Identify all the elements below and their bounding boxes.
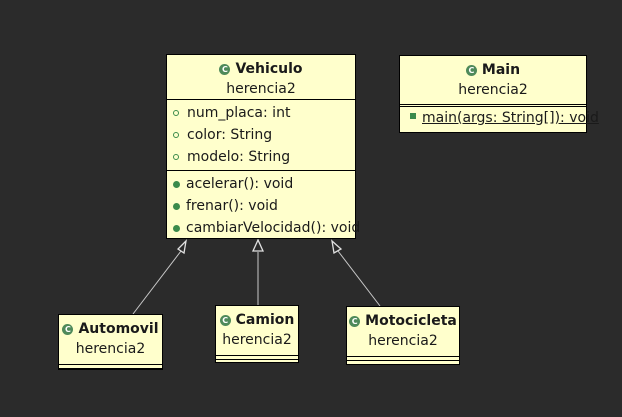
class-package: herencia2 xyxy=(368,333,438,349)
class-name: Main xyxy=(481,62,521,78)
attribute-item[interactable]: modelo: String xyxy=(167,146,355,168)
class-c-icon: C xyxy=(465,64,477,76)
operations-compartment xyxy=(347,360,459,362)
class-header: C Automovil herencia2 xyxy=(59,315,162,359)
class-header: C Vehiculo herencia2 xyxy=(167,55,355,99)
attributes-compartment xyxy=(216,355,298,357)
class-header: C Motocicleta herencia2 xyxy=(347,307,459,351)
class-name: Camion xyxy=(235,312,295,328)
field-visibility-icon xyxy=(173,110,179,116)
operation-item[interactable]: main(args: String[]): void xyxy=(400,108,599,128)
arrowhead-camion xyxy=(251,238,265,252)
field-visibility-icon xyxy=(173,132,179,138)
class-main[interactable]: C Main herencia2 main(args: String[]): v… xyxy=(399,55,599,133)
attributes-compartment xyxy=(59,364,162,366)
arrowhead-automovil xyxy=(176,239,187,255)
class-automovil[interactable]: C Automovil herencia2 xyxy=(58,314,163,370)
class-header: C Main herencia2 xyxy=(400,56,586,100)
operations-compartment xyxy=(216,359,298,361)
class-c-icon: C xyxy=(219,314,231,326)
attributes-compartment xyxy=(400,104,586,106)
class-motocicleta[interactable]: C Motocicleta herencia2 xyxy=(346,306,460,365)
class-name: Automovil xyxy=(78,321,159,337)
operations-compartment xyxy=(59,368,162,370)
attribute-item[interactable]: num_placa: int xyxy=(167,102,355,124)
attributes-compartment xyxy=(347,356,459,358)
edge-motocicleta-vehiculo xyxy=(337,250,381,307)
arrowhead-motocicleta xyxy=(331,239,343,255)
class-c-icon: C xyxy=(219,63,231,75)
class-c-icon: C xyxy=(62,323,74,335)
class-package: herencia2 xyxy=(75,341,146,357)
attributes-compartment: num_placa: int color: String modelo: Str… xyxy=(167,99,355,170)
operation-item[interactable]: frenar(): void xyxy=(167,195,355,217)
class-c-icon: C xyxy=(349,315,361,327)
class-name: Motocicleta xyxy=(365,313,457,329)
public-method-icon xyxy=(173,202,180,210)
class-package: herencia2 xyxy=(458,82,528,98)
class-name: Vehiculo xyxy=(235,61,303,77)
static-method-icon xyxy=(410,113,416,119)
class-header: C Camion herencia2 xyxy=(216,306,298,350)
edge-automovil-vehiculo xyxy=(132,250,182,315)
class-vehiculo[interactable]: C Vehiculo herencia2 num_placa: int colo… xyxy=(166,54,360,241)
class-package: herencia2 xyxy=(226,81,296,97)
operation-item[interactable]: cambiarVelocidad(): void xyxy=(167,217,360,239)
field-visibility-icon xyxy=(173,154,179,160)
public-method-icon xyxy=(173,224,180,232)
class-package: herencia2 xyxy=(222,332,292,348)
operations-compartment: main(args: String[]): void xyxy=(400,106,599,130)
public-method-icon xyxy=(173,180,180,188)
class-camion[interactable]: C Camion herencia2 xyxy=(215,305,299,363)
operation-item[interactable]: acelerar(): void xyxy=(167,173,355,195)
operations-compartment: acelerar(): void frenar(): void cambiarV… xyxy=(167,170,360,241)
attribute-item[interactable]: color: String xyxy=(167,124,355,146)
